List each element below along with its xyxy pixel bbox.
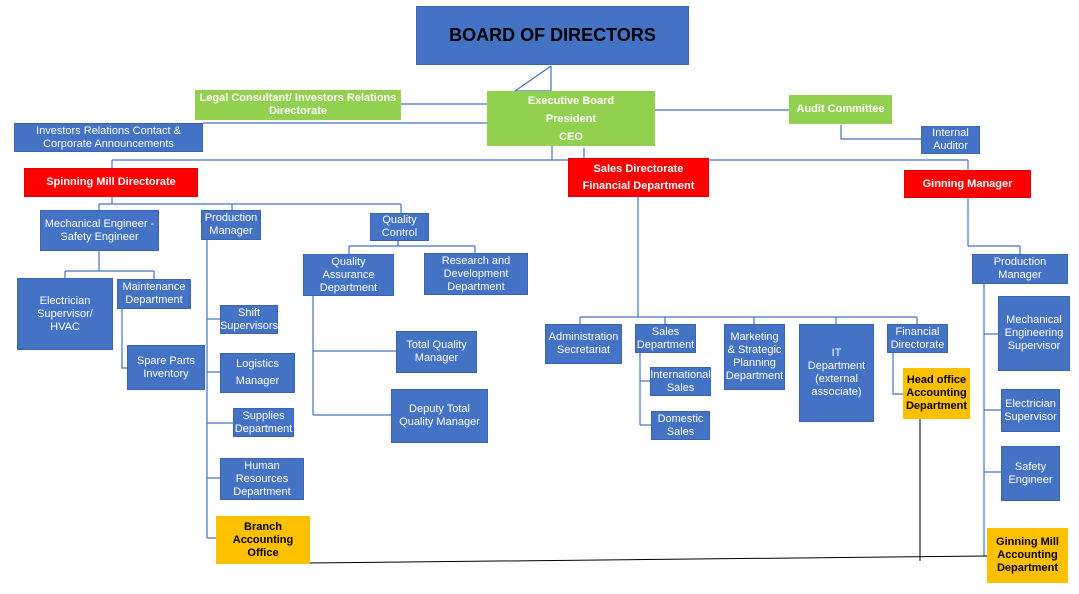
- investors-relations-contact: Investors Relations Contact & Corporate …: [14, 123, 203, 152]
- connector: [892, 353, 903, 395]
- spinning-mill-directorate: Spinning Mill Directorate: [24, 168, 198, 197]
- executive-line-1: Executive Board: [527, 94, 615, 107]
- audit-committee: Audit Committee: [789, 95, 892, 124]
- ginning-mill-accounting-department: Ginning Mill Accounting Department: [987, 528, 1068, 583]
- head-office-accounting-department: Head office Accounting Department: [903, 368, 970, 419]
- deputy-total-quality-manager: Deputy Total Quality Manager: [391, 389, 488, 443]
- connector: [840, 125, 921, 140]
- international-sales: International Sales: [650, 367, 711, 396]
- sales-department: Sales Department: [635, 324, 696, 353]
- sales-financial-directorate: Sales Directorate Financial Department: [568, 158, 709, 197]
- electrician-supervisor: Electrician Supervisor: [1001, 389, 1060, 432]
- mechanical-engineering-supervisor: Mechanical Engineering Supervisor: [998, 296, 1070, 371]
- quality-control: Quality Control: [370, 213, 429, 241]
- domestic-sales: Domestic Sales: [651, 411, 710, 440]
- spare-parts-inventory: Spare Parts Inventory: [127, 345, 205, 390]
- marketing-strategic-planning: Marketing & Strategic Planning Departmen…: [724, 324, 785, 390]
- quality-assurance-department: Quality Assurance Department: [303, 254, 394, 296]
- logistics-manager: Logistics Manager: [220, 353, 295, 393]
- ginning-manager: Ginning Manager: [904, 170, 1031, 198]
- executive-line-3: CEO: [559, 130, 583, 143]
- financial-directorate: Financial Directorate: [887, 324, 948, 353]
- it-department: IT Department (external associate): [799, 324, 874, 422]
- safety-engineer: Safety Engineer: [1001, 446, 1060, 501]
- production-manager-spinning: Production Manager: [201, 210, 261, 240]
- sales-directorate-label: Sales Directorate: [593, 162, 684, 175]
- production-manager-ginning: Production Manager: [972, 254, 1068, 284]
- internal-auditor: Internal Auditor: [921, 126, 980, 154]
- branch-accounting-office: Branch Accounting Office: [216, 516, 310, 564]
- electrician-supervisor-hvac: Electrician Supervisor/ HVAC: [17, 278, 113, 350]
- supplies-department: Supplies Department: [233, 408, 294, 437]
- research-development-department: Research and Development Department: [424, 253, 528, 295]
- connector: [121, 309, 127, 369]
- administration-secretariat: Administration Secretariat: [545, 324, 622, 364]
- executive-board: Executive Board President CEO: [487, 91, 655, 146]
- connector: [514, 65, 552, 92]
- executive-line-2: President: [545, 112, 597, 125]
- shift-supervisors: Shift Supervisors: [220, 305, 278, 334]
- financial-department-label: Financial Department: [582, 179, 695, 192]
- legal-consultant: Legal Consultant/ Investors Relations Di…: [195, 90, 401, 120]
- maintenance-department: Maintenance Department: [117, 279, 191, 309]
- mechanical-safety-engineer: Mechanical Engineer - Safety Engineer: [40, 210, 159, 251]
- board-of-directors: BOARD OF DIRECTORS: [416, 6, 689, 65]
- total-quality-manager: Total Quality Manager: [396, 331, 477, 373]
- accounting-link: [307, 555, 988, 564]
- human-resources-department: Human Resources Department: [220, 458, 304, 500]
